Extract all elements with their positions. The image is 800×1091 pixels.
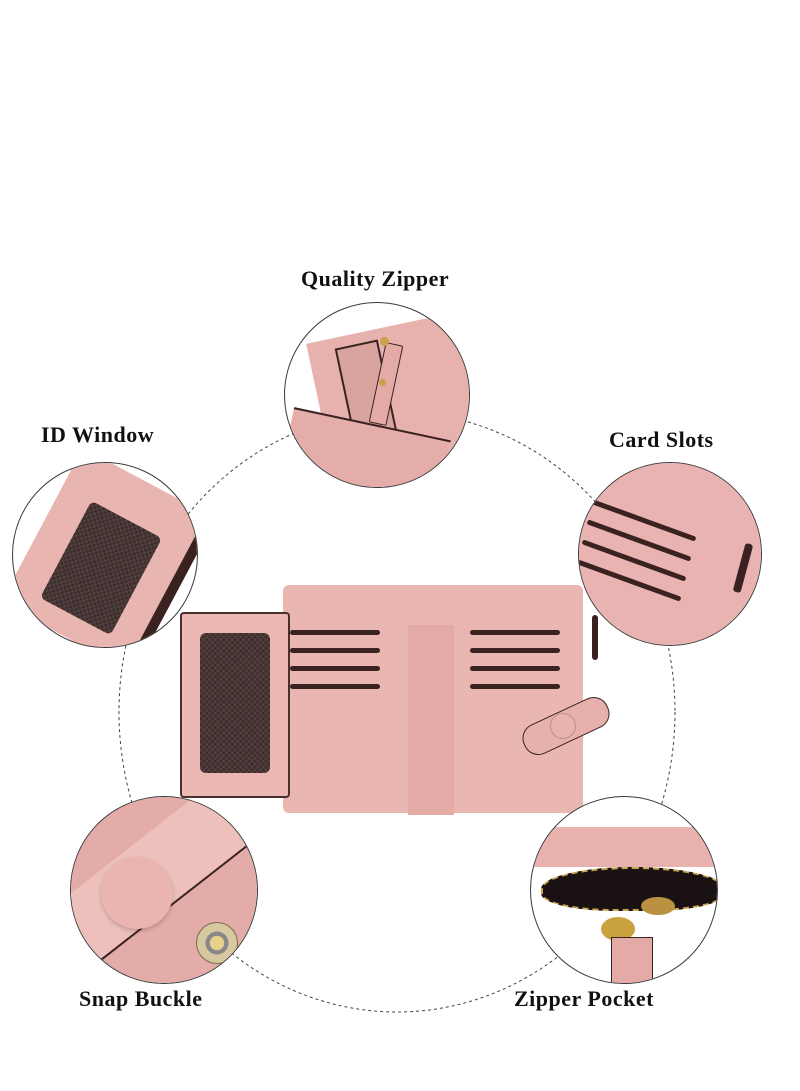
detail-circle-snap-buckle xyxy=(70,796,258,984)
detail-circle-zipper-pocket xyxy=(530,796,718,984)
snap-button-icon xyxy=(101,857,173,929)
snap-stud-icon xyxy=(196,922,238,964)
wallet-main-image xyxy=(180,585,615,815)
detail-circle-quality-zipper xyxy=(284,302,470,488)
detail-circle-card-slots xyxy=(578,462,762,646)
pocket-opening xyxy=(541,867,717,911)
id-window-icon xyxy=(200,633,270,773)
snap-button-icon xyxy=(550,713,576,739)
coin-icon xyxy=(641,897,675,915)
zipper-pull-icon xyxy=(592,615,598,660)
label-card-slots: Card Slots xyxy=(609,427,714,452)
label-snap-buckle: Snap Buckle xyxy=(79,986,203,1011)
label-zipper-pocket: Zipper Pocket xyxy=(514,986,654,1011)
detail-circle-id-window xyxy=(12,462,198,648)
label-id-window: ID Window xyxy=(41,422,155,447)
label-quality-zipper: Quality Zipper xyxy=(301,266,450,291)
